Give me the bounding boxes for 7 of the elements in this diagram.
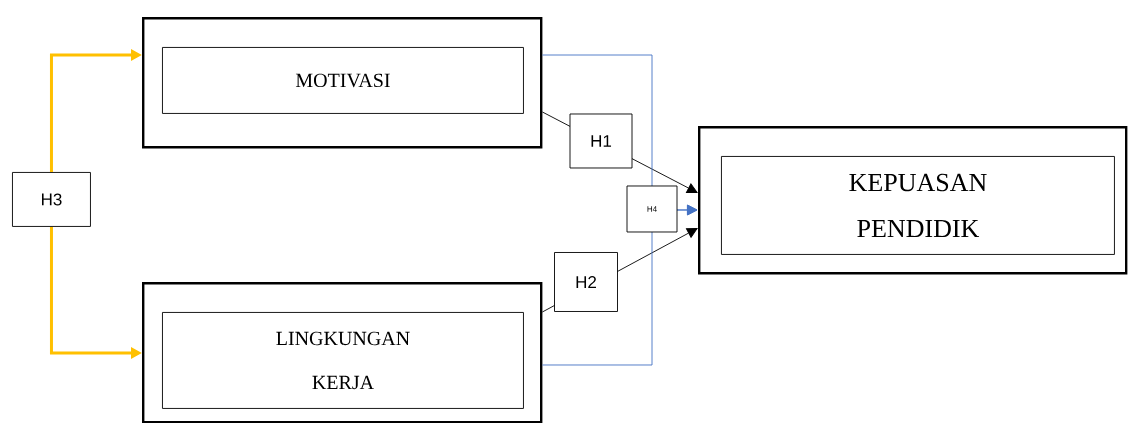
variable-box: KEPUASAN PENDIDIK <box>721 156 1115 255</box>
edge-label: H2 <box>554 252 618 312</box>
edge-label: H4 <box>626 185 678 233</box>
hypothesis-box: H3 <box>12 172 91 227</box>
variable-box: LINGKUNGAN KERJA <box>162 312 524 409</box>
edge-label: H1 <box>569 113 633 169</box>
variable-box: MOTIVASI <box>162 47 524 114</box>
